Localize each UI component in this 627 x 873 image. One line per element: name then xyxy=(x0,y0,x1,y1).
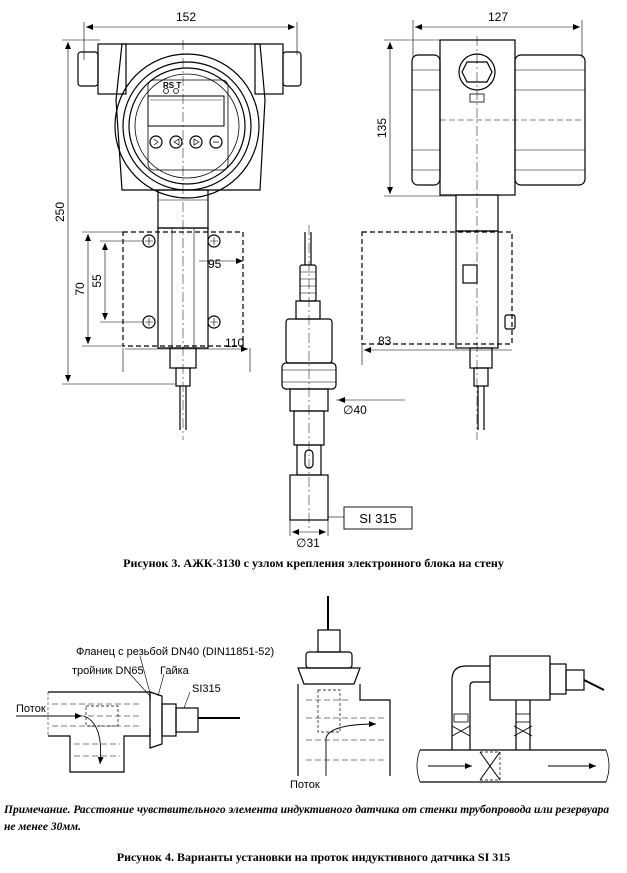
display-label-rst: RS T xyxy=(163,81,181,90)
figure-4-caption: Рисунок 4. Варианты установки на проток … xyxy=(116,850,511,864)
label-tee: тройник DN65 xyxy=(72,665,144,677)
label-flow-left: Поток xyxy=(16,703,46,715)
installation-note: Примечание. Расстояние чувствительного э… xyxy=(4,804,610,833)
install-variant-tee xyxy=(16,655,240,773)
sensor-view xyxy=(281,225,405,536)
label-flange: Фланец с резьбой DN40 (DIN11851-52) xyxy=(76,646,274,658)
dim-upper-height-135: 135 xyxy=(375,118,389,138)
dim-mount-depth-83: 83 xyxy=(378,334,392,348)
dim-hole-spacing-55: 55 xyxy=(90,274,104,288)
model-box xyxy=(343,506,413,530)
figure-3-caption: Рисунок 3. АЖК-3130 с узлом крепления эл… xyxy=(123,556,504,570)
model-label-si315: SI 315 xyxy=(359,511,397,526)
label-nut: Гайка xyxy=(160,665,190,677)
dim-bracket-width-110: 110 xyxy=(225,336,244,350)
dim-mount-height-70: 70 xyxy=(73,282,87,296)
label-sensor-si315: SI315 xyxy=(192,683,221,695)
dim-width-152: 152 xyxy=(176,10,196,24)
label-flow-middle: Поток xyxy=(290,779,320,791)
side-view xyxy=(361,20,586,440)
dim-bracket-offset-95: 95 xyxy=(208,257,222,271)
dim-diameter-31: ∅31 xyxy=(296,536,320,550)
dim-width-127: 127 xyxy=(488,10,508,24)
install-variant-vertical xyxy=(297,596,391,776)
front-view xyxy=(62,22,302,440)
install-variant-bypass xyxy=(416,655,610,783)
dim-height-250: 250 xyxy=(53,202,67,222)
dim-diameter-40: ∅40 xyxy=(343,403,367,417)
